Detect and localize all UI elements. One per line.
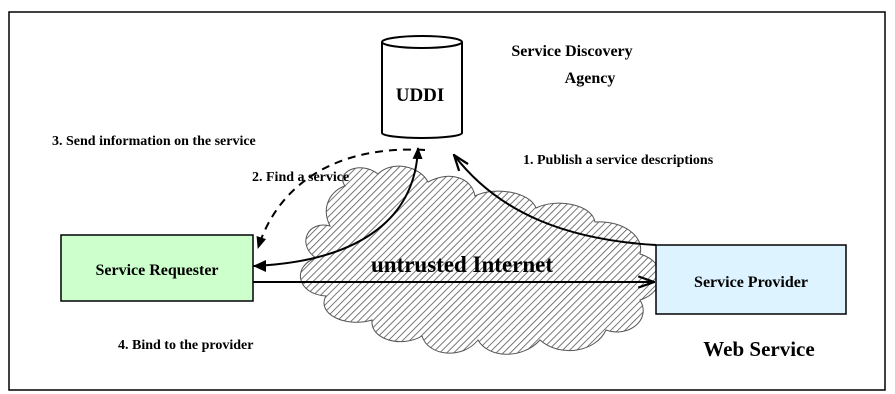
step-3-label: 3. Send information on the service <box>52 134 256 149</box>
send-information-arrow <box>256 148 426 249</box>
uddi-database-icon <box>381 35 463 139</box>
internet-label: untrusted Internet <box>371 252 553 277</box>
service-requester-label: Service Requester <box>95 262 218 279</box>
agency-title-line1: Service Discovery <box>511 43 632 60</box>
internet-cloud <box>300 165 661 355</box>
web-service-caption: Web Service <box>703 337 814 361</box>
step-4-label: 4. Bind to the provider <box>118 338 253 353</box>
find-arrow-back-head <box>253 260 266 272</box>
publish-arrow <box>454 155 657 246</box>
uddi-label: UDDI <box>396 85 445 106</box>
service-requester-box <box>60 234 254 302</box>
service-provider-box <box>655 244 847 315</box>
find-arrow <box>252 147 423 267</box>
agency-title-line2: Agency <box>565 70 616 87</box>
step-2-label: 2. Find a service <box>252 170 349 185</box>
step-1-label: 1. Publish a service descriptions <box>523 153 714 168</box>
service-provider-label: Service Provider <box>694 274 808 291</box>
